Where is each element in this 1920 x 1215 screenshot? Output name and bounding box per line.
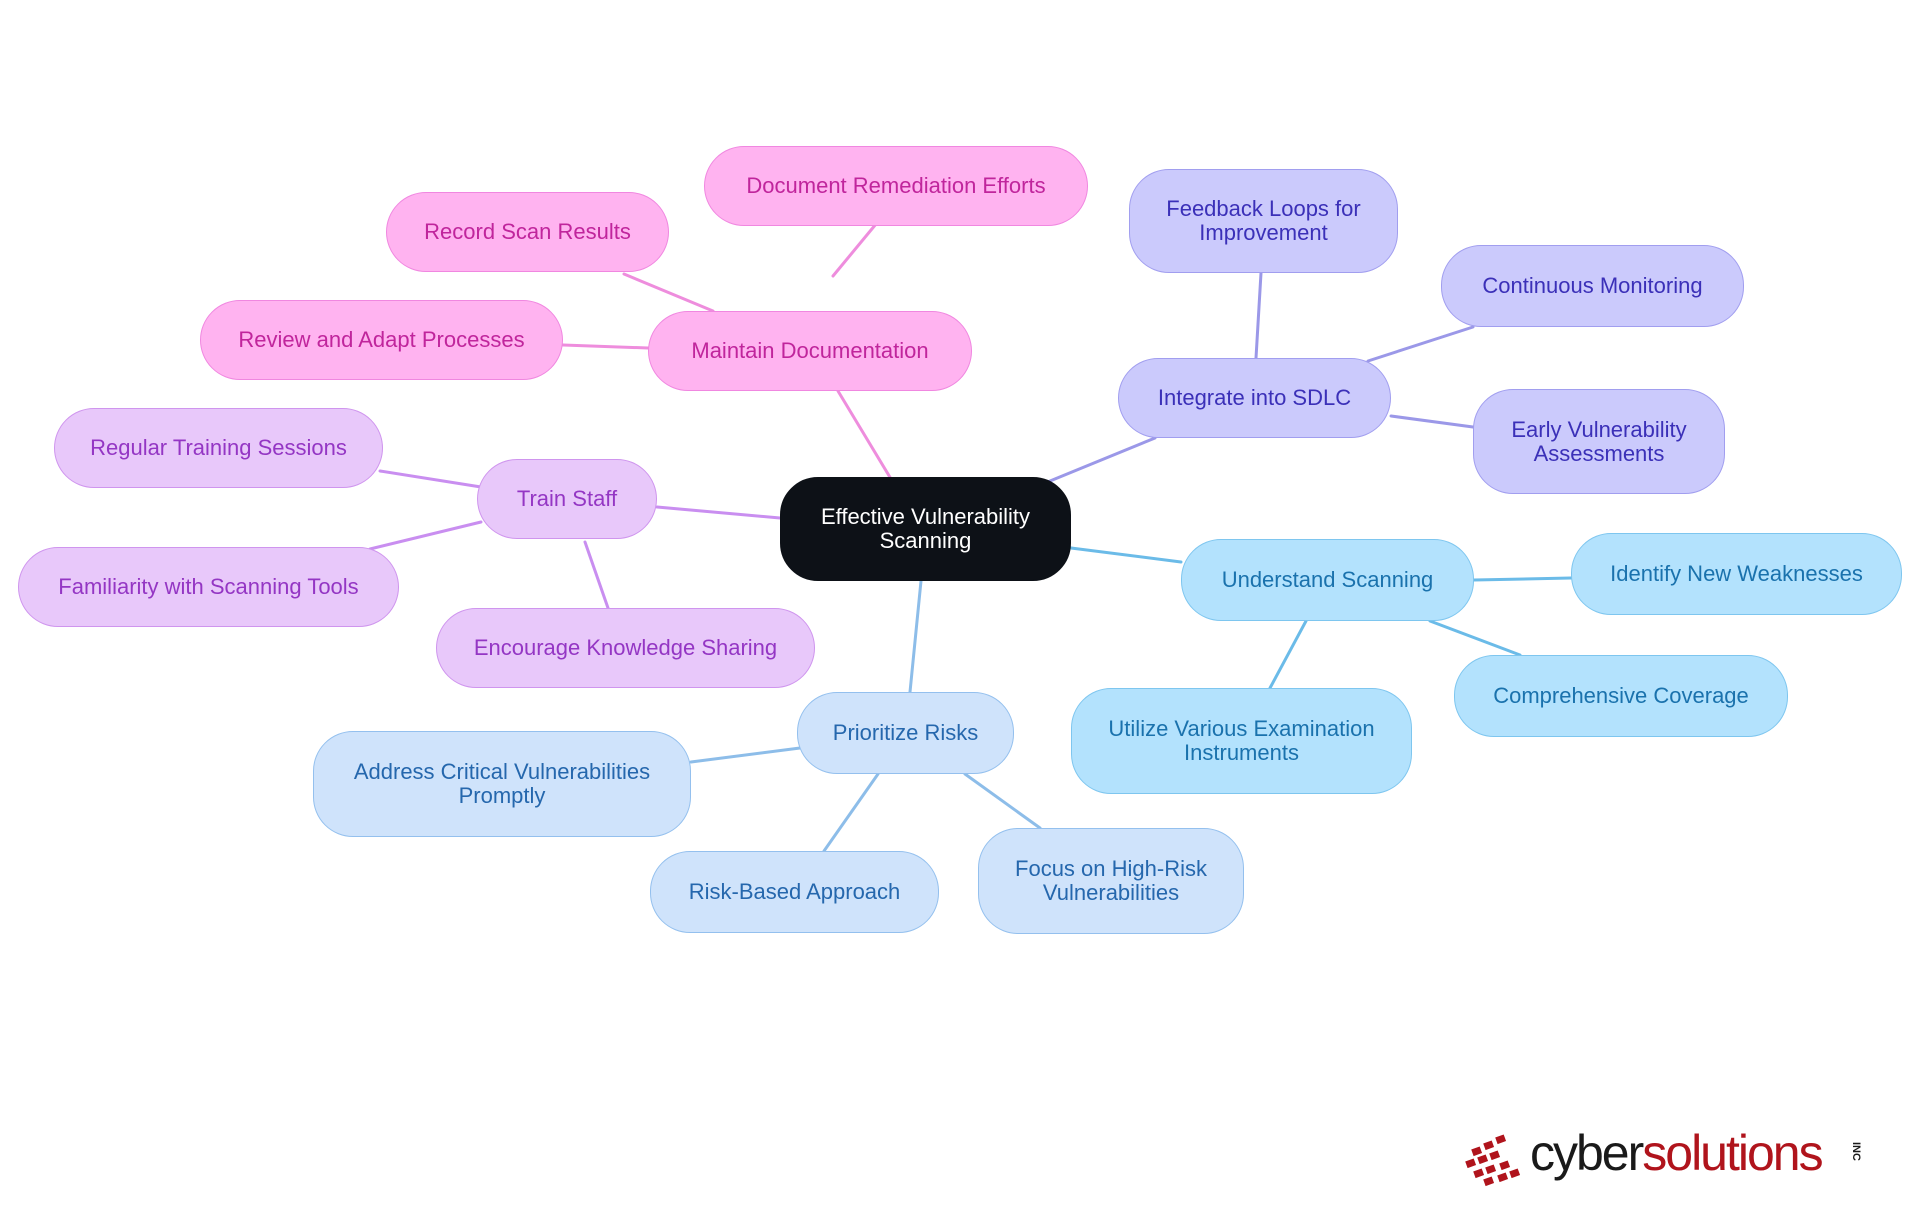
leaf-node-focus-on-high-risk-vulnerabilities: Focus on High-Risk Vulnerabilities	[978, 828, 1244, 934]
branch-node-maintain-documentation: Maintain Documentation	[648, 311, 972, 391]
branch-to-leaf-connector	[831, 222, 878, 278]
leaf-node-familiarity-with-scanning-tools: Familiarity with Scanning Tools	[18, 547, 399, 627]
cybersolutions-logo: cybersolutions INC	[1462, 1122, 1882, 1194]
root-to-branch-connector	[1069, 546, 1183, 564]
branch-to-leaf-connector	[963, 772, 1042, 830]
branch-to-leaf-connector	[822, 772, 880, 853]
leaf-node-comprehensive-coverage: Comprehensive Coverage	[1454, 655, 1788, 737]
leaf-node-continuous-monitoring: Continuous Monitoring	[1441, 245, 1744, 327]
branch-to-leaf-connector	[1389, 414, 1475, 429]
root-node-label: Effective Vulnerability Scanning	[820, 504, 1031, 553]
root-to-branch-connector	[836, 389, 893, 481]
leaf-node-identify-new-weaknesses: Identify New Weaknesses	[1571, 533, 1902, 615]
branch-to-leaf-connector	[1254, 271, 1263, 360]
leaf-node-risk-based-approach: Risk-Based Approach	[650, 851, 939, 933]
leaf-node-record-scan-results: Record Scan Results	[386, 192, 669, 272]
branch-node-prioritize-risks: Prioritize Risks	[797, 692, 1014, 774]
root-to-branch-connector	[655, 505, 782, 520]
leaf-node-document-remediation-efforts: Document Remediation Efforts	[704, 146, 1088, 226]
leaf-node-regular-training-sessions: Regular Training Sessions	[54, 408, 383, 488]
branch-to-leaf-connector	[622, 272, 715, 313]
branch-to-leaf-connector	[368, 520, 483, 551]
branch-label: Understand Scanning	[1221, 567, 1434, 592]
branch-label: Train Staff	[516, 486, 618, 511]
leaf-label: Focus on High-Risk Vulnerabilities	[1015, 856, 1207, 905]
leaf-label: Regular Training Sessions	[90, 435, 347, 460]
leaf-label: Utilize Various Examination Instruments	[1108, 716, 1375, 765]
branch-to-leaf-connector	[1428, 619, 1522, 657]
leaf-node-utilize-various-examination-instruments: Utilize Various Examination Instruments	[1071, 688, 1412, 794]
leaf-label: Continuous Monitoring	[1482, 273, 1703, 298]
logo-text-solutions: solutions	[1642, 1125, 1823, 1181]
branch-node-understand-scanning: Understand Scanning	[1181, 539, 1474, 621]
leaf-label: Comprehensive Coverage	[1493, 683, 1749, 708]
leaf-node-review-and-adapt-processes: Review and Adapt Processes	[200, 300, 563, 380]
leaf-label: Identify New Weaknesses	[1610, 561, 1863, 586]
branch-node-train-staff: Train Staff	[477, 459, 657, 539]
branch-label: Integrate into SDLC	[1157, 385, 1352, 410]
branch-to-leaf-connector	[1268, 619, 1308, 690]
leaf-label: Feedback Loops for Improvement	[1166, 196, 1361, 245]
branch-to-leaf-connector	[378, 469, 483, 489]
leaf-label: Risk-Based Approach	[688, 879, 901, 904]
branch-to-leaf-connector	[561, 343, 650, 350]
root-node: Effective Vulnerability Scanning	[780, 477, 1071, 581]
leaf-label: Early Vulnerability Assessments	[1511, 416, 1687, 466]
branch-node-integrate-into-sdlc: Integrate into SDLC	[1118, 358, 1391, 438]
leaf-label: Document Remediation Efforts	[746, 173, 1046, 198]
leaf-node-feedback-loops-for-improvement: Feedback Loops for Improvement	[1129, 169, 1398, 273]
root-to-branch-connector	[1048, 436, 1157, 483]
leaf-label: Record Scan Results	[424, 219, 631, 244]
branch-label: Prioritize Risks	[832, 720, 979, 745]
branch-to-leaf-connector	[1472, 576, 1573, 582]
logo-mark-icon	[1465, 1134, 1521, 1187]
branch-to-leaf-connector	[1366, 325, 1475, 363]
branch-label: Maintain Documentation	[691, 338, 929, 363]
leaf-node-early-vulnerability-assessments: Early Vulnerability Assessments	[1473, 389, 1725, 494]
leaf-label: Address Critical Vulnerabilities Promptl…	[353, 759, 651, 808]
root-to-branch-connector	[908, 579, 923, 694]
leaf-node-encourage-knowledge-sharing: Encourage Knowledge Sharing	[436, 608, 815, 688]
logo-inc-suffix: INC	[1850, 1142, 1862, 1161]
branch-to-leaf-connector	[689, 746, 802, 764]
leaf-label: Familiarity with Scanning Tools	[58, 574, 359, 599]
logo-wordmark: cybersolutions	[1530, 1124, 1824, 1182]
branch-to-leaf-connector	[583, 540, 610, 610]
leaf-node-address-critical-vulnerabilities-promptly: Address Critical Vulnerabilities Promptl…	[313, 731, 691, 837]
logo-text-cyber: cyber	[1530, 1125, 1644, 1181]
leaf-label: Encourage Knowledge Sharing	[473, 635, 778, 660]
leaf-label: Review and Adapt Processes	[238, 327, 525, 352]
